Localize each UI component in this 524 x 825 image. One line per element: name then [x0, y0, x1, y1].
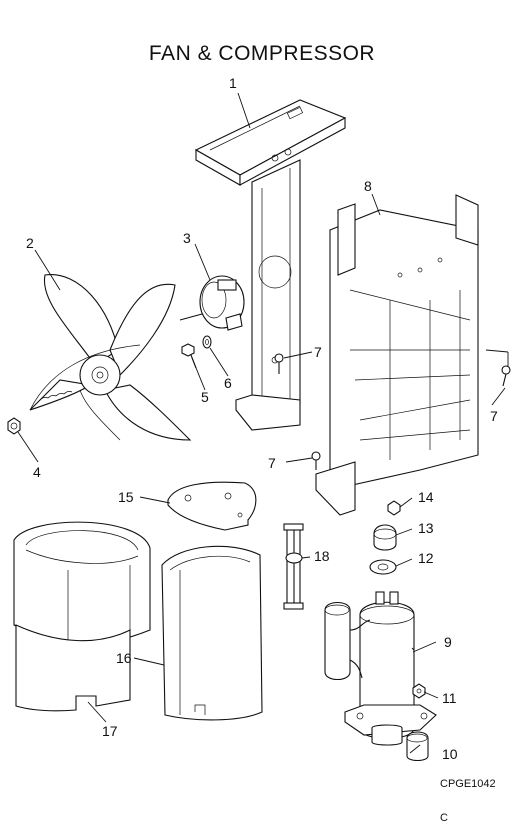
propeller-fan-part — [29, 274, 192, 441]
sound-insulation-part — [13, 521, 151, 712]
callout-1: 1 — [229, 75, 237, 91]
leader-lines — [17, 92, 509, 754]
callout-7b: 7 — [490, 408, 498, 424]
terminal-cover-part — [373, 524, 397, 551]
callout-15: 15 — [118, 489, 134, 505]
compressor-part — [324, 591, 437, 746]
fan-motor-part — [179, 275, 245, 331]
top-cover-plate-part — [167, 481, 257, 531]
diagram-code: CPGE1042 — [440, 778, 496, 790]
callout-6: 6 — [224, 375, 232, 391]
callout-4: 4 — [33, 464, 41, 480]
bolt-part — [181, 343, 197, 369]
callout-labels: 1 2 3 4 5 6 7 8 9 10 11 12 13 14 15 16 1… — [26, 75, 498, 762]
callout-5: 5 — [201, 389, 209, 405]
callout-11: 11 — [442, 690, 457, 706]
callout-12: 12 — [418, 550, 434, 566]
compressor-nut-part — [412, 683, 426, 699]
callout-2: 2 — [26, 235, 34, 251]
rubber-grommet-part — [406, 731, 429, 762]
nut-part — [7, 417, 21, 435]
callout-14: 14 — [418, 489, 434, 505]
callout-9: 9 — [444, 634, 452, 650]
gasket-ring-part — [369, 559, 397, 575]
callout-17: 17 — [102, 723, 118, 739]
callout-13: 13 — [418, 520, 434, 536]
callout-7: 7 — [314, 344, 322, 360]
terminal-nut-part — [387, 500, 401, 516]
callout-16: 16 — [116, 650, 132, 666]
lead-wire-part — [283, 523, 304, 610]
callout-3: 3 — [183, 230, 191, 246]
diagram-title: FAN & COMPRESSOR — [148, 42, 376, 65]
callout-18: 18 — [314, 548, 330, 564]
callout-7c: 7 — [268, 455, 276, 471]
screw-part — [274, 353, 511, 470]
callout-10: 10 — [442, 746, 458, 762]
callout-8: 8 — [364, 178, 372, 194]
motor-bracket-part — [194, 99, 347, 431]
compressor-insulation-part — [161, 545, 263, 721]
revision-mark: C — [440, 812, 448, 824]
partition-plate-part — [315, 194, 479, 516]
washer-part — [202, 335, 212, 349]
